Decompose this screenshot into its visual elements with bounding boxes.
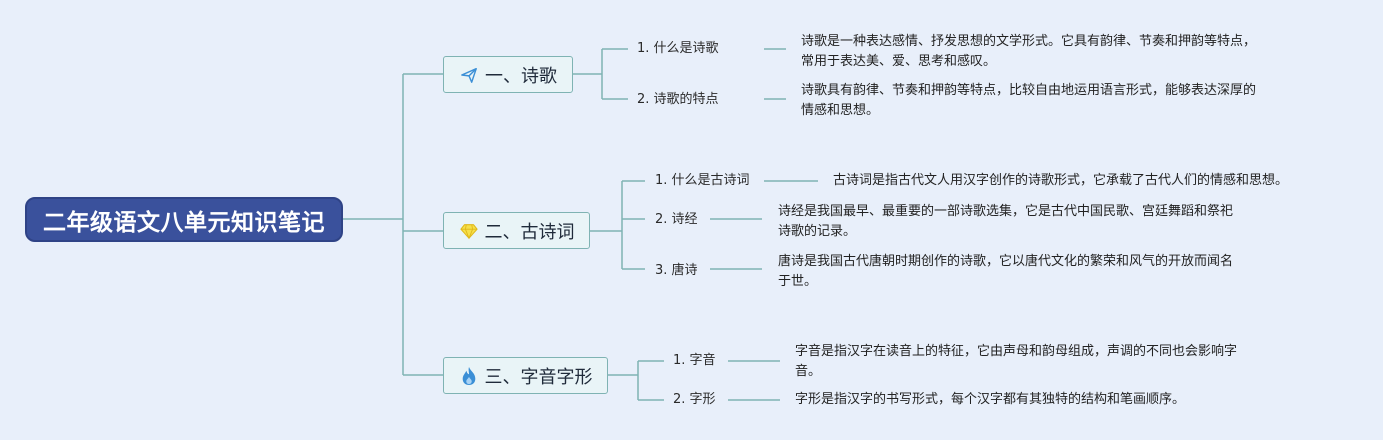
description-what-is-poetry: 诗歌是一种表达感情、抒发思想的文学形式。它具有韵律、节奏和押韵等特点， 常用于表… bbox=[801, 32, 1256, 72]
description-character-form: 字形是指汉字的书写形式，每个汉字都有其独特的结构和笔画顺序。 bbox=[795, 390, 1185, 410]
description-line: 于世。 bbox=[778, 274, 818, 289]
subtopic-book-of-songs[interactable]: 2. 诗经 bbox=[655, 212, 698, 227]
description-pronunciation: 字音是指汉字在读音上的特征，它由声母和韵母组成，声调的不同也会影响字 音。 bbox=[795, 342, 1237, 382]
description-poetry-features: 诗歌具有韵律、节奏和押韵等特点，比较自由地运用语言形式，能够表达深厚的 情感和思… bbox=[801, 81, 1256, 121]
paper-plane-icon bbox=[459, 65, 479, 85]
subtopic-tang-poetry[interactable]: 3. 唐诗 bbox=[655, 263, 698, 278]
subtopic-poetry-features[interactable]: 2. 诗歌的特点 bbox=[637, 92, 719, 107]
description-line: 诗歌的记录。 bbox=[778, 224, 857, 239]
subtopic-what-is-classical-poetry[interactable]: 1. 什么是古诗词 bbox=[655, 173, 750, 188]
description-line: 诗歌是一种表达感情、抒发思想的文学形式。它具有韵律、节奏和押韵等特点， bbox=[801, 34, 1257, 49]
fire-icon bbox=[459, 366, 479, 386]
description-line: 诗经是我国最早、最重要的一部诗歌选集，它是古代中国民歌、宫廷舞蹈和祭祀 bbox=[778, 204, 1234, 219]
description-line: 唐诗是我国古代唐朝时期创作的诗歌，它以唐代文化的繁荣和风气的开放而闻名 bbox=[778, 254, 1234, 269]
section-title: 一、诗歌 bbox=[485, 65, 557, 87]
section-classical-poetry[interactable]: 二、古诗词 bbox=[443, 212, 590, 249]
description-tang-poetry: 唐诗是我国古代唐朝时期创作的诗歌，它以唐代文化的繁荣和风气的开放而闻名 于世。 bbox=[778, 252, 1233, 292]
section-poetry[interactable]: 一、诗歌 bbox=[443, 56, 573, 93]
root-title: 二年级语文八单元知识笔记 bbox=[43, 209, 325, 236]
subtopic-what-is-poetry[interactable]: 1. 什么是诗歌 bbox=[637, 41, 719, 56]
description-line: 诗歌具有韵律、节奏和押韵等特点，比较自由地运用语言形式，能够表达深厚的 bbox=[801, 83, 1257, 98]
description-line: 音。 bbox=[795, 364, 822, 379]
description-classical-poetry: 古诗词是指古代文人用汉字创作的诗歌形式，它承载了古代人们的情感和思想。 bbox=[833, 171, 1288, 191]
root-topic[interactable]: 二年级语文八单元知识笔记 bbox=[25, 197, 343, 242]
subtopic-pronunciation[interactable]: 1. 字音 bbox=[673, 353, 716, 368]
description-line: 情感和思想。 bbox=[801, 103, 880, 118]
section-title: 二、古诗词 bbox=[484, 221, 575, 243]
subtopic-character-form[interactable]: 2. 字形 bbox=[673, 392, 716, 407]
description-line: 字音是指汉字在读音上的特征，它由声母和韵母组成，声调的不同也会影响字 bbox=[795, 344, 1238, 359]
description-book-of-songs: 诗经是我国最早、最重要的一部诗歌选集，它是古代中国民歌、宫廷舞蹈和祭祀 诗歌的记… bbox=[778, 202, 1233, 242]
description-line: 字形是指汉字的书写形式，每个汉字都有其独特的结构和笔画顺序。 bbox=[795, 392, 1186, 407]
description-line: 古诗词是指古代文人用汉字创作的诗歌形式，它承载了古代人们的情感和思想。 bbox=[833, 173, 1289, 188]
diamond-icon bbox=[459, 221, 479, 241]
description-line: 常用于表达美、爱、思考和感叹。 bbox=[801, 54, 997, 69]
section-pronunciation-and-form[interactable]: 三、字音字形 bbox=[443, 357, 608, 394]
section-title: 三、字音字形 bbox=[484, 366, 593, 388]
